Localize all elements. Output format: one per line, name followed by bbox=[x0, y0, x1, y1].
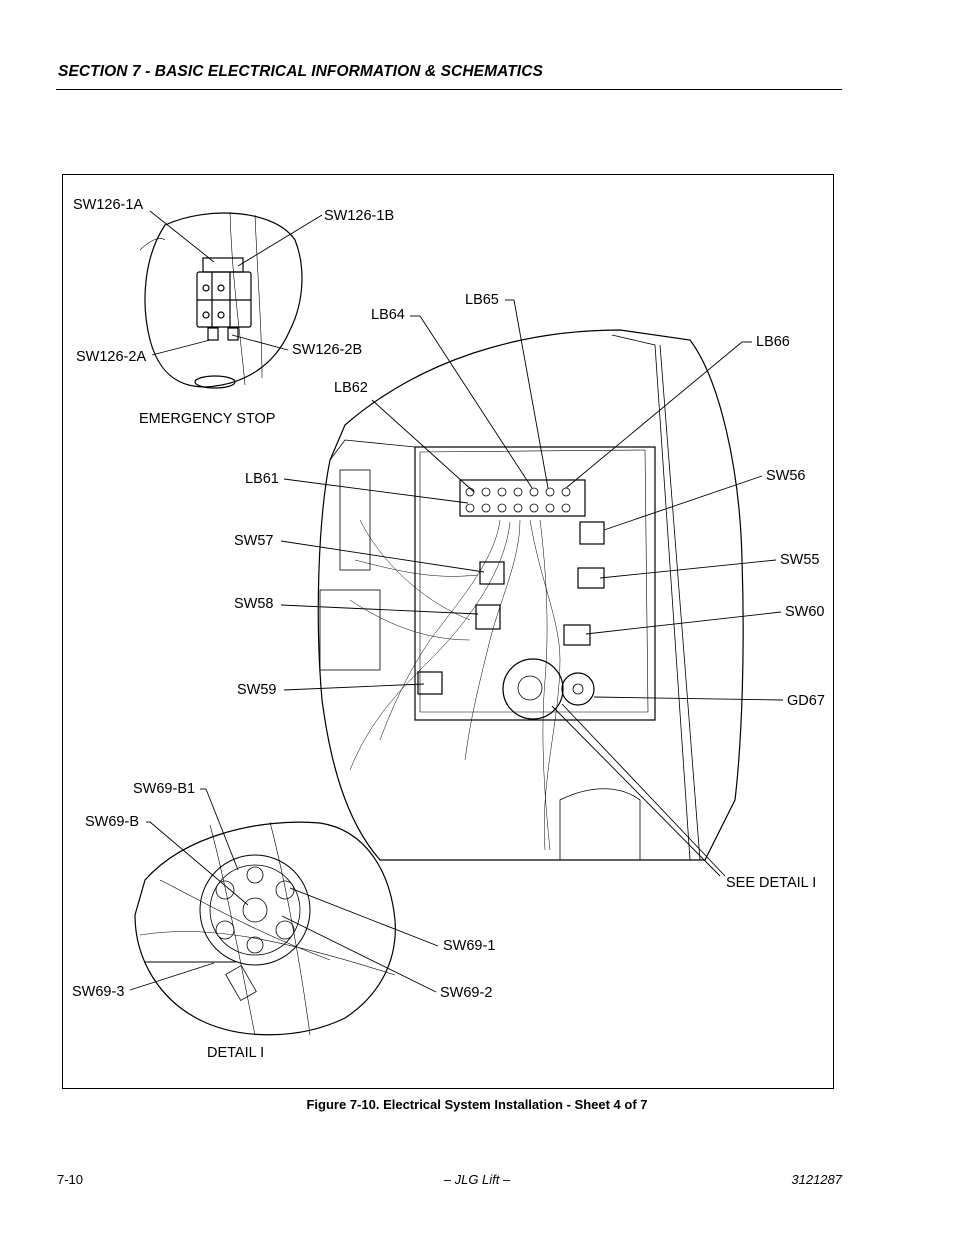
figure-caption: Figure 7-10. Electrical System Installat… bbox=[306, 1097, 648, 1112]
electrical-installation-illustration bbox=[129, 210, 784, 1036]
gd67-ground bbox=[561, 672, 595, 706]
label-sw126-1a: SW126-1A bbox=[73, 197, 144, 213]
page-number: 7-10 bbox=[57, 1172, 84, 1187]
label-sw59: SW59 bbox=[237, 682, 277, 698]
detail-i-circle bbox=[502, 658, 564, 720]
detail-i-view bbox=[134, 821, 396, 1036]
sw60-connector bbox=[563, 624, 591, 646]
label-gd67: GD67 bbox=[787, 693, 825, 709]
figure-frame bbox=[62, 174, 834, 1089]
label-sw58: SW58 bbox=[234, 596, 274, 612]
sw58-connector bbox=[475, 604, 501, 630]
label-sw56: SW56 bbox=[766, 468, 806, 484]
leader-lines bbox=[129, 210, 784, 993]
label-lb65: LB65 bbox=[465, 292, 499, 308]
emergency-stop-detail bbox=[139, 211, 303, 389]
label-sw57: SW57 bbox=[234, 533, 274, 549]
label-sw126-2b: SW126-2B bbox=[292, 342, 363, 358]
label-lb64: LB64 bbox=[371, 307, 405, 323]
label-emergency-stop: EMERGENCY STOP bbox=[139, 411, 276, 427]
label-detail-i: DETAIL I bbox=[207, 1045, 265, 1061]
label-sw60: SW60 bbox=[785, 604, 825, 620]
label-sw69-b: SW69-B bbox=[85, 814, 139, 830]
label-sw69-3: SW69-3 bbox=[72, 984, 125, 1000]
label-lb66: LB66 bbox=[756, 334, 790, 350]
label-lb62: LB62 bbox=[334, 380, 368, 396]
footer-brand: – JLG Lift – bbox=[443, 1172, 511, 1187]
panel-plate bbox=[414, 446, 656, 721]
header-rule bbox=[56, 89, 842, 90]
section-title: SECTION 7 - BASIC ELECTRICAL INFORMATION… bbox=[58, 63, 543, 80]
label-lb61: LB61 bbox=[245, 471, 279, 487]
label-sw69-b1: SW69-B1 bbox=[133, 781, 196, 797]
label-sw126-1b: SW126-1B bbox=[324, 208, 395, 224]
terminal-strip bbox=[459, 479, 586, 517]
sw59-connector bbox=[417, 671, 443, 695]
label-sw126-2a: SW126-2A bbox=[76, 349, 147, 365]
document-number: 3121287 bbox=[791, 1172, 842, 1187]
label-sw55: SW55 bbox=[780, 552, 820, 568]
label-see-detail-i: SEE DETAIL I bbox=[726, 875, 817, 891]
control-box-detail bbox=[317, 329, 744, 861]
label-sw69-1: SW69-1 bbox=[443, 938, 496, 954]
sw56-connector bbox=[579, 521, 605, 545]
sw57-connector bbox=[479, 561, 505, 585]
label-sw69-2: SW69-2 bbox=[440, 985, 493, 1001]
